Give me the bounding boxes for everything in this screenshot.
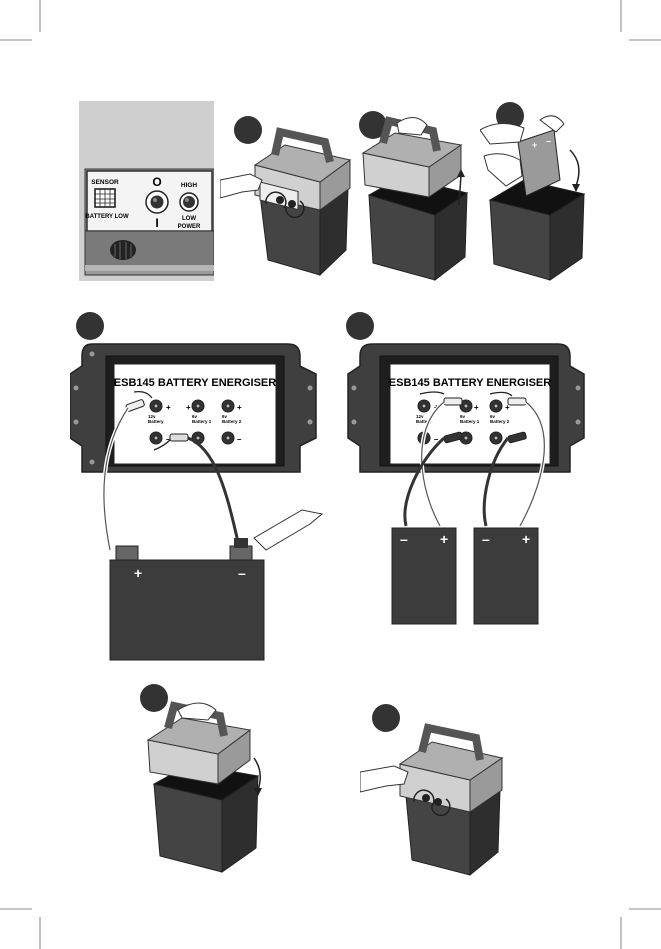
- battery2-minus-label: –: [482, 531, 490, 547]
- terminal-6v1-plus: +: [474, 403, 479, 412]
- low-label: LOW: [182, 216, 196, 222]
- high-label: HIGH: [181, 182, 198, 189]
- terminal-6v2-label-b: Battery 2: [222, 419, 242, 424]
- panel-title: ESB145 BATTERY ENERGISER: [114, 377, 276, 389]
- svg-text:+: +: [532, 140, 537, 150]
- battery2-plus-label: +: [522, 531, 530, 547]
- terminal-6v1-label-b: Battery 1: [460, 419, 480, 424]
- panel-title: ESB145 BATTERY ENERGISER: [389, 377, 551, 389]
- step-switch-on-illustration: [360, 700, 510, 880]
- terminal-12v-label-b: Battery: [148, 419, 164, 424]
- step-marker: [346, 312, 374, 340]
- power-label: POWER: [178, 224, 201, 230]
- step-remove-energiser-illustration: + –: [480, 100, 590, 285]
- step-marker: [234, 116, 262, 144]
- wiring-diagram-6v: ESB145 BATTERY ENERGISER + – 12v Battery…: [340, 310, 595, 630]
- terminal-6v2-minus: –: [237, 435, 242, 444]
- step-marker: [372, 704, 400, 732]
- battery-plus-label: +: [134, 565, 142, 581]
- terminal-6v1-label-b: Battery 1: [192, 419, 212, 424]
- terminal-6v1-plus: +: [186, 403, 191, 412]
- step-marker: [140, 684, 168, 712]
- battery1-minus-label: –: [400, 531, 408, 547]
- control-panel-closeup: SENSOR BATTERY LOW O I HIGH LOW POWER: [79, 101, 214, 281]
- terminal-12v-plus: +: [166, 403, 171, 412]
- sensor-label: SENSOR: [91, 179, 119, 186]
- wiring-diagram-12v: ESB145 BATTERY ENERGISER + – 12v Battery…: [70, 310, 340, 665]
- step-marker: [76, 312, 104, 340]
- battery-low-label: BATTERY LOW: [85, 214, 129, 220]
- on-label: I: [155, 216, 158, 230]
- svg-text:–: –: [546, 136, 551, 146]
- terminal-6v2-label-b: Battery 2: [490, 419, 510, 424]
- step-lift-lid-illustration: [355, 105, 475, 285]
- cable-gland-knob: [110, 240, 136, 260]
- battery-minus-label: –: [238, 565, 246, 581]
- terminal-6v2-plus: +: [237, 403, 242, 412]
- step-replace-lid-illustration: [138, 680, 288, 880]
- off-label: O: [152, 175, 161, 189]
- step-switch-off-illustration: [220, 110, 355, 285]
- battery1-plus-label: +: [440, 531, 448, 547]
